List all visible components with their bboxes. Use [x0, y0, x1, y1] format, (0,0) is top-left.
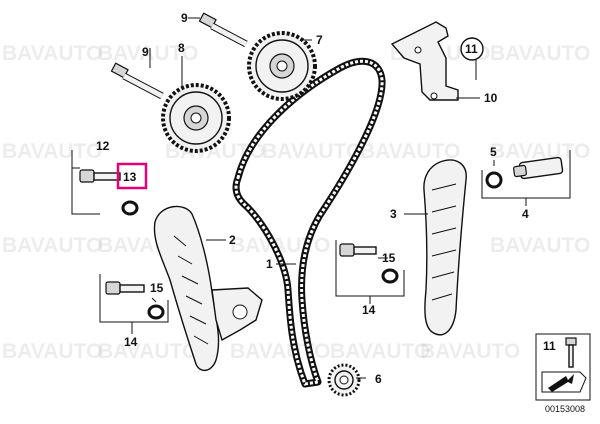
group-bracket-12	[71, 168, 100, 215]
callout-8: 8	[178, 41, 185, 55]
bolt-lower	[110, 62, 164, 100]
legend-bolt-icon	[565, 337, 577, 368]
watermark-text: BAVAUTO	[2, 234, 102, 257]
callout-14-right: 14	[362, 303, 376, 317]
callout-3: 3	[390, 207, 397, 221]
sealing-ring-13	[121, 200, 139, 216]
callout-10: 10	[484, 91, 498, 105]
sealing-ring-15-left	[147, 304, 165, 320]
callout-6: 6	[375, 372, 382, 386]
watermark-text: BAVAUTO	[490, 140, 590, 163]
callout-14-left: 14	[124, 335, 138, 349]
watermark-text: BAVAUTO	[262, 140, 362, 163]
callout-15-right: 15	[382, 251, 396, 265]
watermark-text: BAVAUTO	[98, 42, 198, 65]
bearing-pin-14-right	[339, 243, 377, 257]
callout-2: 2	[229, 233, 236, 247]
watermark-text: BAVAUTO	[490, 42, 590, 65]
highlight-box	[116, 162, 148, 190]
tensioning-rail	[153, 205, 220, 371]
timing-chain	[232, 57, 386, 388]
callout-12: 12	[96, 139, 110, 153]
watermark-text: BAVAUTO	[2, 42, 102, 65]
watermark-text: BAVAUTO	[2, 340, 102, 363]
guide-rail-ribs	[431, 183, 457, 301]
watermark-text: BAVAUTO	[2, 140, 102, 163]
callout-5: 5	[490, 145, 497, 159]
callout-7: 7	[316, 33, 323, 47]
bracket	[390, 21, 459, 101]
callout-13: 13	[123, 170, 137, 184]
watermark-text: BAVAUTO	[490, 234, 590, 257]
watermark-text: BAVAUTO	[360, 140, 460, 163]
bolt-upper	[198, 12, 248, 48]
callout-1: 1	[266, 257, 273, 271]
legend-arrow-icon	[541, 371, 587, 393]
callout-11: 11	[465, 42, 478, 56]
guide-rail	[423, 159, 467, 336]
legend-number: 11	[543, 339, 556, 353]
callout-4: 4	[522, 207, 529, 221]
sealing-ring-15-right	[381, 268, 399, 284]
watermark-text: BAVAUTO	[420, 340, 520, 363]
watermark-text: BAVAUTO	[330, 340, 430, 363]
callout-11-circle	[460, 37, 484, 61]
callout-15-left: 15	[150, 281, 164, 295]
bracket-hole	[430, 92, 438, 100]
sprocket-upper	[247, 31, 317, 101]
watermark-text: BAVAUTO	[230, 340, 330, 363]
bearing-pin-12	[79, 169, 121, 183]
callout-9-upper: 9	[181, 11, 188, 25]
tensioning-rail-ribs	[173, 235, 209, 345]
group-bracket-14-left	[99, 274, 169, 323]
bracket-hole	[414, 46, 422, 54]
bearing-pin-14-left	[105, 281, 145, 295]
sprocket-lower	[161, 83, 231, 153]
watermark-text: BAVAUTO	[98, 340, 198, 363]
rail-mount-hole	[232, 304, 248, 320]
leader-lines	[149, 17, 495, 379]
image-number: 00153008	[545, 404, 585, 414]
timing-chain-inner	[234, 59, 384, 386]
crankshaft-sprocket	[327, 363, 361, 397]
chain-tensioner	[513, 156, 564, 180]
callout-9-lower: 9	[142, 45, 149, 59]
sealing-ring-5	[485, 171, 503, 189]
